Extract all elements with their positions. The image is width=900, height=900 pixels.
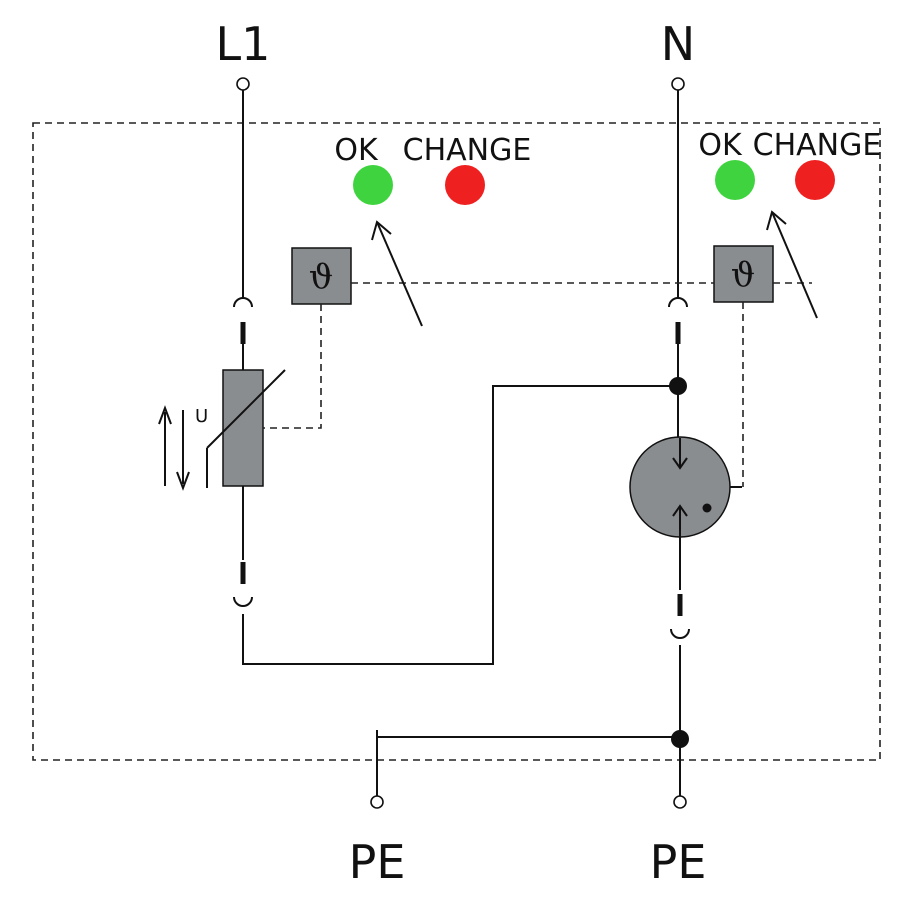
indicator-arrow-left-head <box>371 220 392 241</box>
terminal-label-pe-left: PE <box>349 835 406 889</box>
terminal-label-n: N <box>661 17 695 71</box>
change-label-left: CHANGE <box>403 133 532 168</box>
terminal-pe-right <box>673 795 687 809</box>
enclosure-border <box>32 122 881 761</box>
thermal-symbol-right: ϑ <box>731 255 755 295</box>
status-indicator-right: OK CHANGE <box>698 128 881 200</box>
status-indicator-left: OK CHANGE <box>334 133 531 205</box>
gdt-dot <box>702 503 712 513</box>
terminal-n <box>671 77 685 91</box>
terminal-label-l1: L1 <box>216 17 271 71</box>
gdt-arrow-top <box>672 457 688 470</box>
wire-l1-to-n-node <box>242 385 678 665</box>
plug-contact-l1-bottom <box>233 596 253 607</box>
thermal-box-left <box>291 247 352 305</box>
change-label-right: CHANGE <box>753 128 882 163</box>
indicator-arrow-right <box>771 211 818 319</box>
change-led-right <box>795 160 835 200</box>
n-branch <box>629 77 742 809</box>
plug-contact-l1-top <box>233 297 253 308</box>
ok-led-right <box>715 160 755 200</box>
junction-node-n <box>669 377 687 395</box>
change-led-left <box>445 165 485 205</box>
indicator-arrow-right-head <box>766 210 787 231</box>
thermal-symbol-left: ϑ <box>309 257 333 297</box>
ok-led-left <box>353 165 393 205</box>
varistor <box>222 369 264 487</box>
terminal-label-pe-right: PE <box>650 835 707 889</box>
voltage-arrow-up-head <box>158 405 172 425</box>
varistor-voltage-label: U <box>195 406 208 427</box>
mech-link-varistor <box>263 304 322 429</box>
terminal-l1 <box>236 77 250 91</box>
junction-node-pe <box>671 730 689 748</box>
terminal-pe-left <box>370 795 384 809</box>
voltage-arrow-down-head <box>176 471 190 491</box>
ok-label-left: OK <box>334 133 379 168</box>
ok-label-right: OK <box>698 128 743 163</box>
plug-contact-n-bottom <box>670 628 690 639</box>
gdt-arrow-bottom <box>672 504 688 517</box>
wire-pe-left <box>376 736 680 796</box>
indicator-arrow-left <box>376 221 423 327</box>
plug-contact-n-top <box>668 297 688 308</box>
thermal-disconnector-left: ϑ <box>291 247 352 305</box>
thermal-disconnector-right: ϑ <box>713 245 774 303</box>
varistor-diagonal <box>206 369 286 449</box>
